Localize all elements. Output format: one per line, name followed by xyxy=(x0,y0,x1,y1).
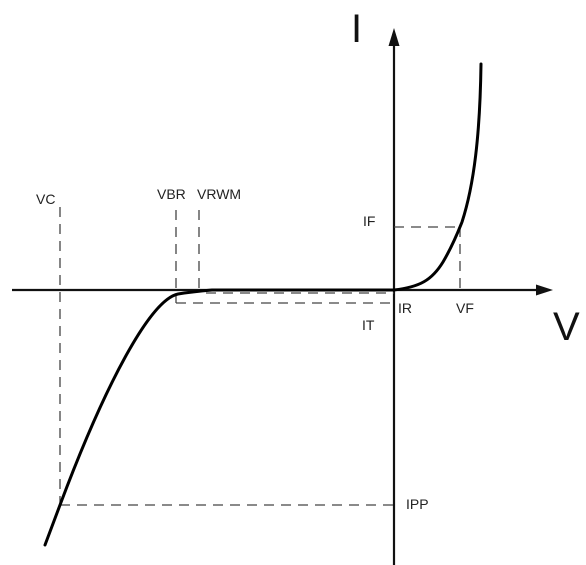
voltage-axis-label: V xyxy=(553,305,580,349)
reverse-breakdown-curve xyxy=(43,288,396,547)
ipp-label: IPP xyxy=(406,496,429,512)
vc-label: VC xyxy=(36,191,55,207)
vrwm-label: VRWM xyxy=(197,186,241,202)
if-label: IF xyxy=(363,213,375,229)
it-label: IT xyxy=(362,317,375,333)
vbr-label: VBR xyxy=(157,186,186,202)
current-axis-label: I xyxy=(351,7,362,51)
current-axis-arrow xyxy=(388,28,400,46)
vf-label: VF xyxy=(456,300,474,316)
voltage-axis-arrow xyxy=(536,284,553,296)
forward-conduction-curve xyxy=(392,62,483,292)
ir-label: IR xyxy=(398,300,412,316)
